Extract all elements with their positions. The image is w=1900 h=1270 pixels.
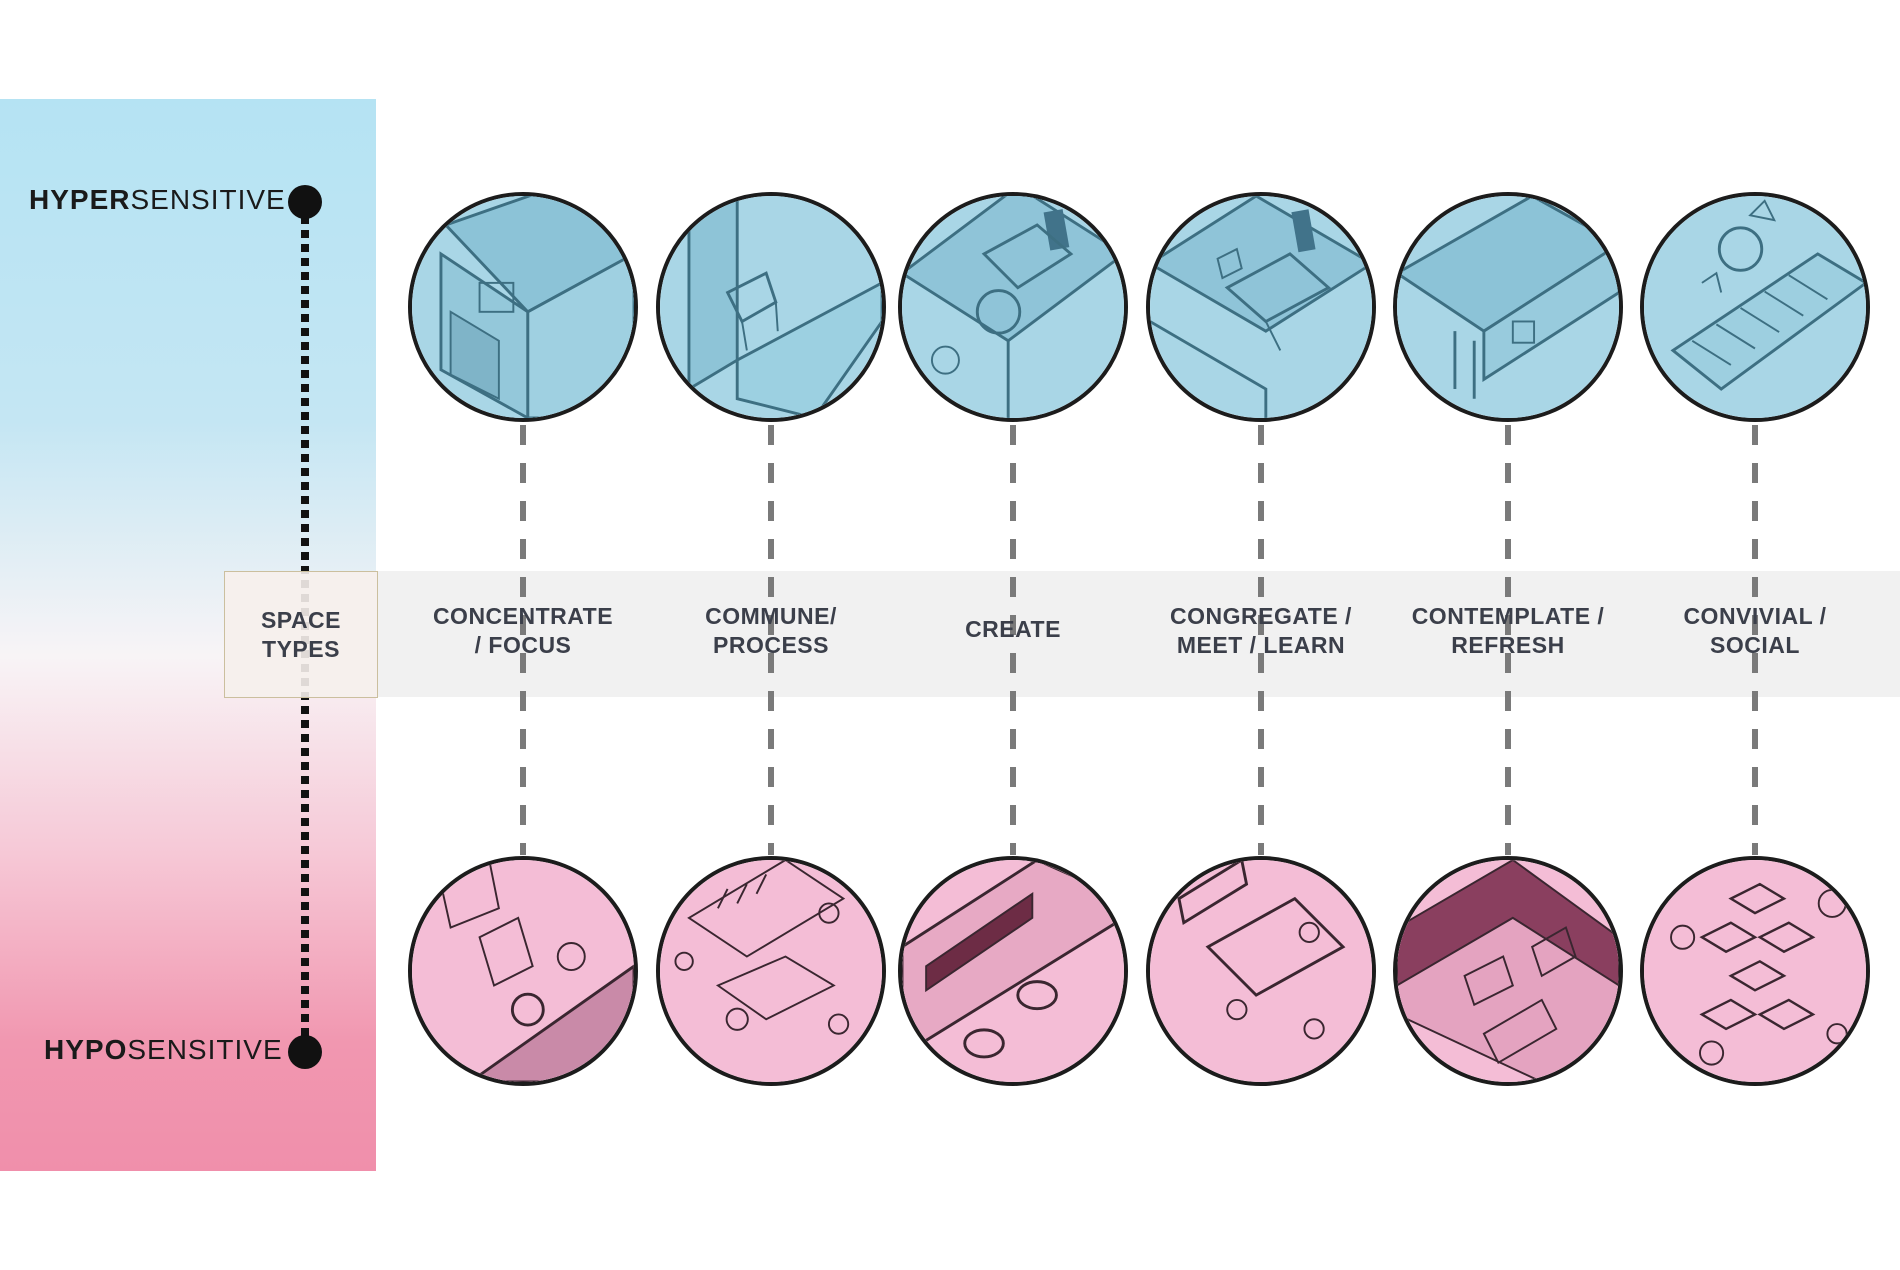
column-connector-5 [1505, 425, 1511, 855]
whiteboard-stools-icon [898, 856, 1128, 1086]
column-connector-2 [768, 425, 774, 855]
quiet-refresh-room-icon [1393, 192, 1623, 422]
open-workbench-icon [656, 856, 886, 1086]
hyposensitive-label: HYPOSENSITIVE [44, 1034, 283, 1065]
space-type-label: CREATE [965, 616, 1061, 642]
space-type-label: CONGREGATE / MEET / LEARN [1170, 603, 1352, 658]
column-connector-6 [1752, 425, 1758, 855]
space-type-label: CONVIVIAL / SOCIAL [1683, 603, 1827, 658]
space-type-label: CONTEMPLATE / REFRESH [1411, 603, 1605, 658]
space-types-band [226, 571, 1900, 697]
social-seating-cluster-icon [1640, 856, 1870, 1086]
column-connector-4 [1258, 425, 1264, 855]
stair-cafe-table-icon [1640, 192, 1870, 422]
hypersensitive-label: HYPERSENSITIVE [29, 184, 286, 215]
column-connector-3 [1010, 425, 1016, 855]
lounge-sofa-room-icon [898, 192, 1128, 422]
open-meeting-table-icon [1146, 856, 1376, 1086]
space-types-label: SPACE TYPES [260, 606, 342, 662]
space-types-box: SPACE TYPES [224, 571, 378, 698]
phone-booth-chair-icon [656, 192, 886, 422]
column-connector-1 [520, 425, 526, 855]
space-type-label: COMMUNE/ PROCESS [705, 603, 837, 658]
deck-lounge-icon [1393, 856, 1623, 1086]
space-type-label: CONCENTRATE / FOCUS [432, 603, 614, 658]
open-desk-nook-icon [408, 856, 638, 1086]
hyposensitive-marker-dot [288, 1035, 322, 1069]
enclosed-focus-room-icon [408, 192, 638, 422]
meeting-room-icon [1146, 192, 1376, 422]
hypersensitive-marker-dot [288, 185, 322, 219]
